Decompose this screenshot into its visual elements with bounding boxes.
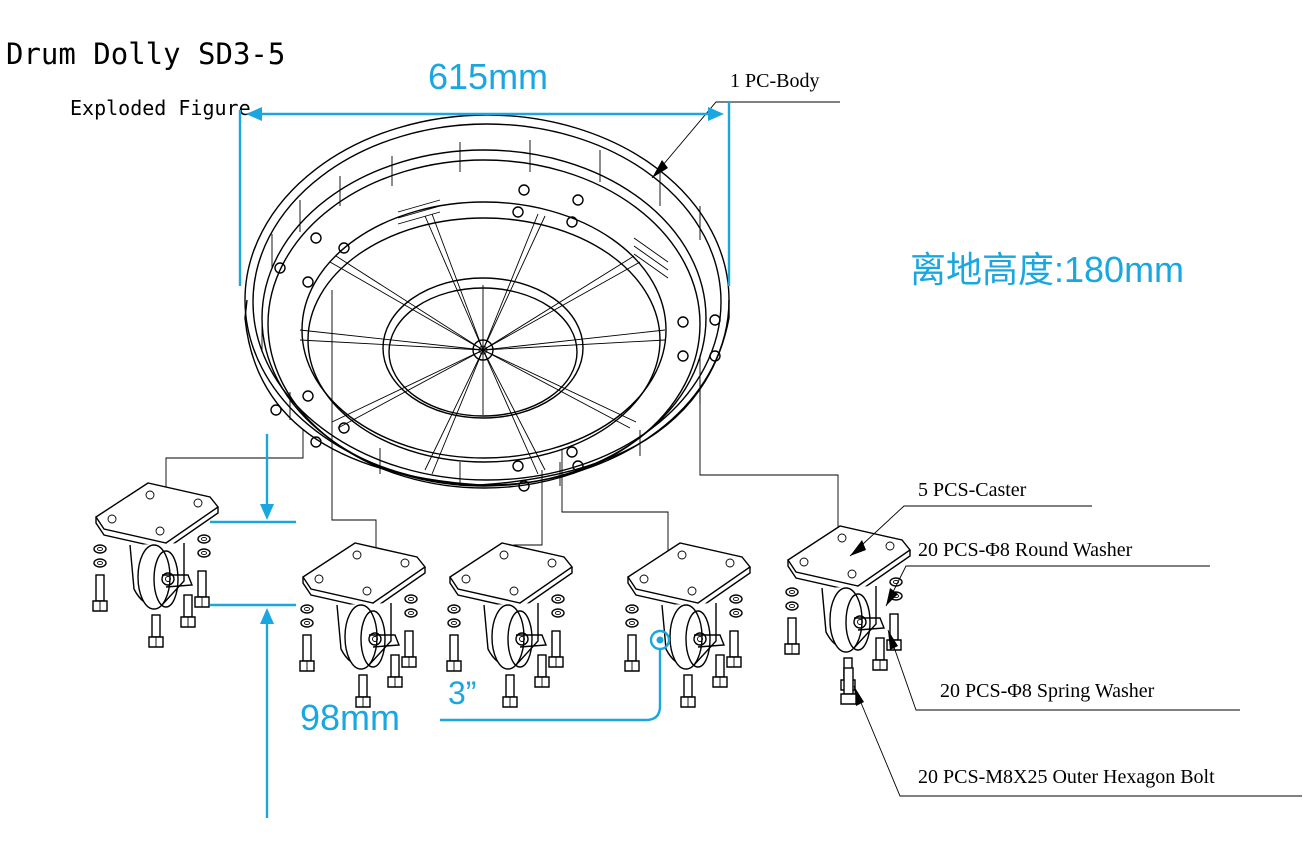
dolly-body-icon [244, 114, 730, 492]
dimension-wheel-size: 3” [440, 629, 671, 722]
diagram-title: Drum Dolly SD3-5 [6, 37, 285, 71]
dimension-width: 615mm [238, 56, 731, 286]
width-label: 615mm [428, 56, 548, 97]
diagram-subtitle: Exploded Figure [70, 96, 251, 120]
bolt-icon [840, 667, 857, 705]
clearance-label: 离地高度:180mm [910, 249, 1184, 290]
caster-height-label: 98mm [300, 697, 400, 738]
label-caster: 5 PCS-Caster [918, 479, 1027, 501]
dimension-caster-height: 98mm [210, 434, 400, 818]
label-bolt: 20 PCS-M8X25 Outer Hexagon Bolt [918, 766, 1215, 788]
label-body: 1 PC-Body [730, 70, 819, 92]
label-round-washer: 20 PCS-Φ8 Round Washer [918, 539, 1133, 561]
wheel-size-label: 3” [448, 675, 476, 711]
callout-body: 1 PC-Body [651, 70, 840, 179]
label-spring-washer: 20 PCS-Φ8 Spring Washer [940, 680, 1155, 702]
callout-caster: 5 PCS-Caster [849, 479, 1092, 557]
dimension-clearance: 离地高度:180mm [910, 249, 1184, 290]
callout-spring-washer: 20 PCS-Φ8 Spring Washer [887, 629, 1240, 711]
assembly-leader-lines [165, 290, 839, 578]
callout-round-washer: 20 PCS-Φ8 Round Washer [885, 539, 1210, 607]
caster-icon [92, 482, 911, 708]
callout-bolt: 20 PCS-M8X25 Outer Hexagon Bolt [853, 685, 1302, 797]
